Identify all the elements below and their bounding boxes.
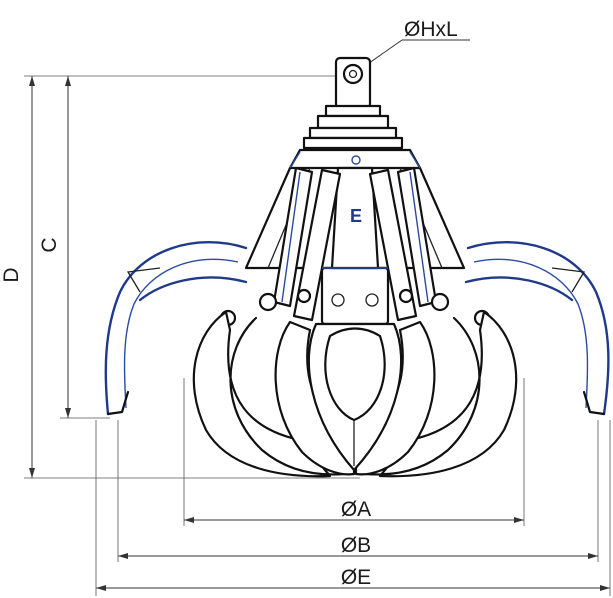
central-cylinder: E [330,166,380,270]
open-tine-right [464,241,610,416]
dimension-a: ØA [183,378,525,526]
tine-outer-right [364,310,518,478]
dimension-b-label: ØB [341,534,371,557]
grab-assembly: E [104,56,610,478]
dimension-d: D [0,75,360,479]
dimension-b: ØB [117,420,599,562]
top-swivel [302,56,404,150]
logo-letter: E [350,206,362,226]
tine-center [307,322,403,472]
dimension-e-label: ØE [341,566,371,589]
pin-dimension-label: ØHxL [404,18,458,41]
dimension-c-label: C [38,237,61,252]
dimension-a-label: ØA [341,498,371,521]
frame-blue-accents [289,151,421,269]
dimension-c: C [38,76,110,419]
dimension-e: ØE [95,420,611,596]
tine-outer-left [192,310,346,478]
open-tine-left [104,241,248,416]
dimension-d-label: D [0,267,23,282]
side-cylinders [272,166,438,322]
